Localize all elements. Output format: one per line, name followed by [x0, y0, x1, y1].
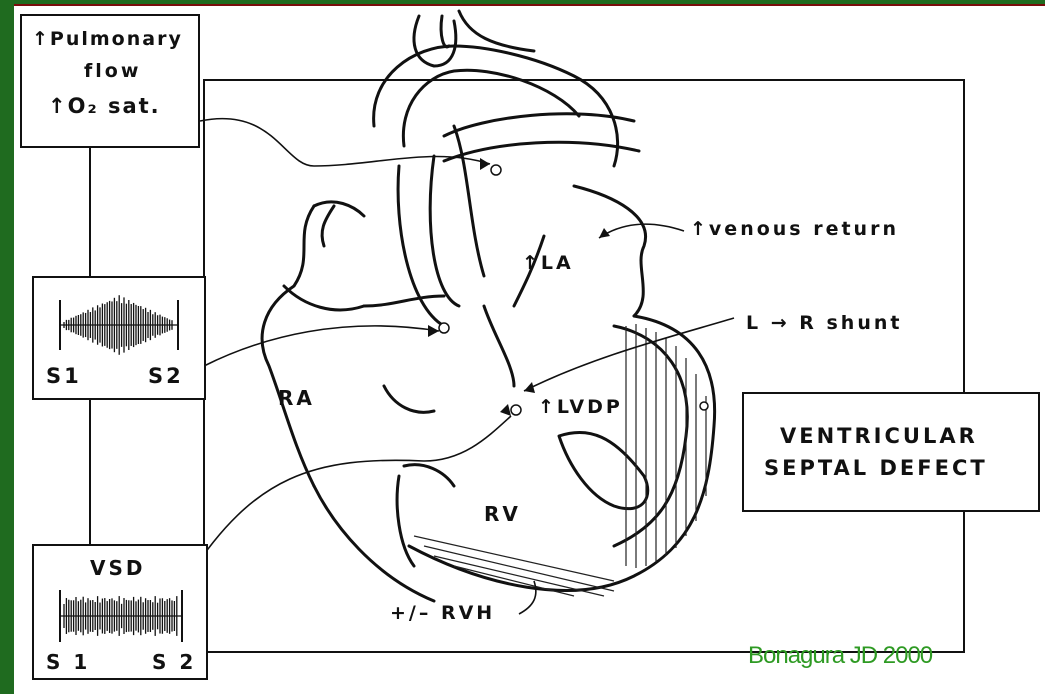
leader-lines	[189, 119, 734, 614]
arrow-heads	[428, 158, 610, 416]
label-lvdp: ↑LVDP	[538, 396, 623, 418]
murmur-top-s1: S1	[46, 364, 82, 388]
label-la: ↑LA	[522, 252, 574, 274]
murmur-box-top: S1 S2	[32, 276, 206, 400]
label-ra: RA	[278, 386, 315, 410]
credit-citation: Bonagura JD 2000	[748, 642, 932, 670]
leader-murmur-bottom	[189, 416, 511, 576]
title-line1: VENTRICULAR	[780, 424, 978, 448]
marker-wall	[700, 402, 708, 410]
label-rv: RV	[484, 502, 521, 526]
marker-lv	[511, 405, 521, 415]
marker-pulmonary	[491, 165, 501, 175]
murmur-bottom-s1: S 1	[46, 650, 90, 674]
leader-venous	[599, 224, 684, 238]
title-line2: SEPTAL DEFECT	[764, 456, 988, 480]
murmur-top-s2: S2	[148, 364, 184, 388]
murmur-bottom-title: VSD	[90, 556, 145, 580]
marker-ra	[439, 323, 449, 333]
pulmonary-line3: ↑O₂ sat.	[48, 94, 161, 118]
diagram-markers	[439, 165, 708, 415]
title-box: VENTRICULAR SEPTAL DEFECT	[742, 392, 1040, 512]
diagram-panel: ↑Pulmonary flow ↑O₂ sat. S1 S2 VSD S 1 S…	[14, 6, 1045, 694]
frame-accent-top	[0, 0, 1045, 4]
murmur-bottom-s2: S 2	[152, 650, 196, 674]
murmur-box-bottom: VSD S 1 S 2	[32, 544, 208, 680]
pulmonary-line1: ↑Pulmonary	[32, 28, 183, 50]
frame-accent-left	[0, 0, 14, 694]
pulmonary-flow-box: ↑Pulmonary flow ↑O₂ sat.	[20, 14, 200, 148]
pulmonary-line2: flow	[84, 60, 141, 82]
label-venous-return: ↑venous return	[690, 218, 899, 240]
myocardium-hatching	[414, 324, 706, 596]
murmur-waveform-bottom	[34, 582, 204, 652]
label-rvh: +/– RVH	[390, 602, 495, 624]
label-shunt: L → R shunt	[746, 312, 902, 334]
murmur-waveform-top	[34, 284, 204, 364]
leader-murmur-top	[204, 326, 439, 366]
